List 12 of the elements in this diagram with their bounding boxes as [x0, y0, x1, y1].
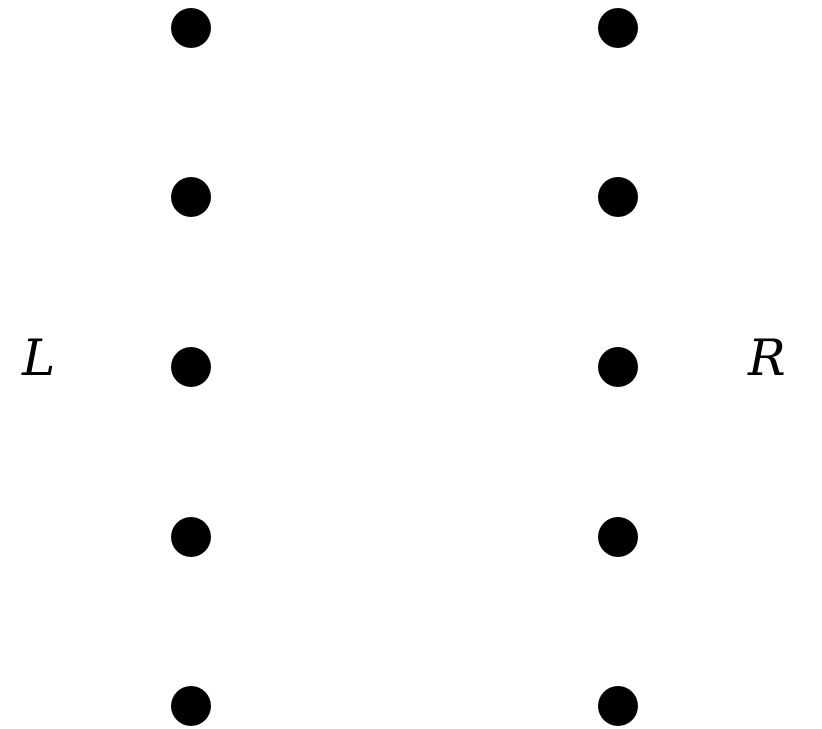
- set-label: R: [748, 333, 786, 383]
- vertex-dot: [171, 347, 211, 387]
- set-label: L: [22, 333, 56, 383]
- vertex-dot: [171, 517, 211, 557]
- vertex-dot: [598, 347, 638, 387]
- vertex-dot: [171, 686, 211, 726]
- vertex-dot: [598, 517, 638, 557]
- vertex-dot: [171, 177, 211, 217]
- vertex-dot: [598, 686, 638, 726]
- vertex-dot: [171, 8, 211, 48]
- vertex-dot: [598, 177, 638, 217]
- vertex-dot: [598, 8, 638, 48]
